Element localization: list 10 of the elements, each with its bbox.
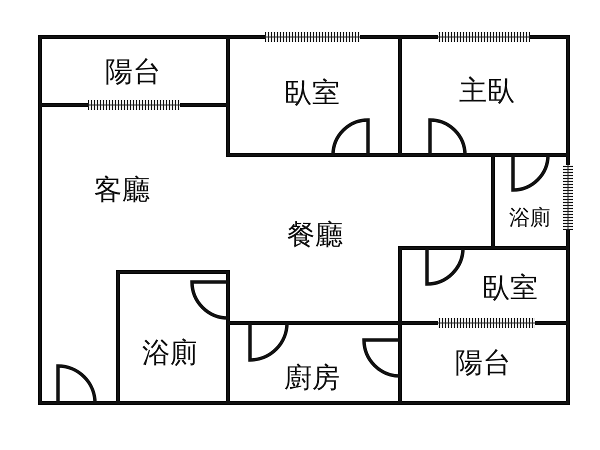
room-label: 浴廁	[142, 339, 198, 367]
room-label: 臥室	[284, 79, 340, 107]
room-label: 陽台	[455, 349, 511, 377]
room-label: 餐廳	[287, 221, 343, 249]
room-label: 臥室	[482, 274, 538, 302]
room-label: 浴廁	[509, 208, 551, 228]
room-label: 客廳	[94, 176, 150, 204]
room-label: 主臥	[459, 77, 515, 105]
room-label: 陽台	[105, 58, 161, 86]
room-label: 廚房	[284, 364, 340, 392]
